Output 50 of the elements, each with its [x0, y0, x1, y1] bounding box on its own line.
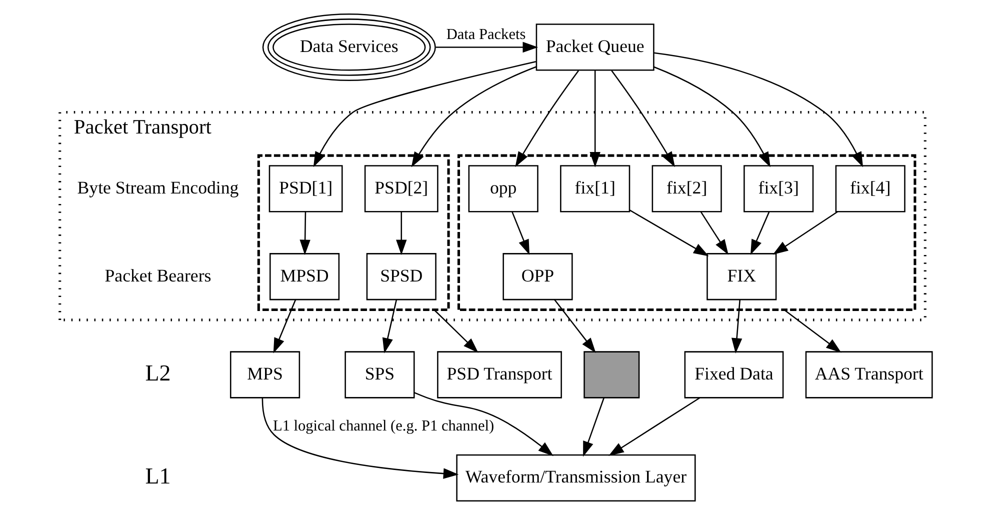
node-box: SPSD	[366, 252, 436, 300]
arrow	[700, 211, 728, 254]
node-box: Waveform/Transmission Layer	[456, 454, 696, 502]
cluster	[256, 154, 450, 311]
arrow	[750, 211, 770, 254]
node-box: Packet Queue	[535, 23, 654, 70]
arrow	[653, 52, 863, 167]
arrow	[435, 41, 538, 52]
arrow	[514, 70, 579, 167]
arrow	[772, 210, 838, 254]
node-box	[583, 350, 640, 398]
arrow	[653, 66, 770, 167]
node-ellipse: Data Services	[262, 12, 436, 80]
arrow	[610, 70, 674, 167]
arrow	[582, 397, 604, 456]
node-box: fix[3]	[743, 164, 814, 212]
arrow	[299, 211, 310, 255]
label: Packet Bearers	[104, 264, 211, 285]
arrow	[589, 70, 600, 167]
arrow	[396, 211, 406, 255]
node-box: SPS	[344, 350, 414, 398]
arrow	[410, 66, 536, 167]
node-box: OPP	[502, 252, 572, 300]
node-box: PSD[1]	[268, 164, 342, 212]
arrow	[511, 211, 530, 254]
edge-label: L1 logical channel (e.g. P1 channel)	[272, 416, 494, 434]
node-box: fix[1]	[560, 164, 630, 212]
arrow	[730, 299, 742, 353]
label: L2	[144, 360, 170, 385]
node-box: opp	[468, 164, 538, 212]
arrow	[382, 298, 397, 353]
node-box: fix[2]	[651, 164, 722, 212]
node-box: FIX	[706, 252, 776, 300]
arrow	[608, 396, 700, 456]
arrow	[414, 392, 553, 456]
node-box: fix[4]	[834, 164, 905, 212]
node-box: AAS Transport	[804, 350, 932, 398]
arrow	[272, 298, 296, 353]
label: Byte Stream Encoding	[76, 176, 238, 197]
edge-label: Data Packets	[446, 26, 526, 43]
cluster	[456, 154, 916, 311]
node-box: MPSD	[268, 252, 340, 300]
node-box: PSD[2]	[364, 164, 438, 212]
arrow	[628, 209, 708, 256]
node-box: PSD Transport	[436, 350, 562, 398]
arrow	[312, 60, 536, 167]
node-box: Fixed Data	[684, 350, 784, 398]
arrow	[261, 397, 458, 478]
node-box: MPS	[229, 350, 300, 398]
label: L1	[144, 463, 170, 488]
